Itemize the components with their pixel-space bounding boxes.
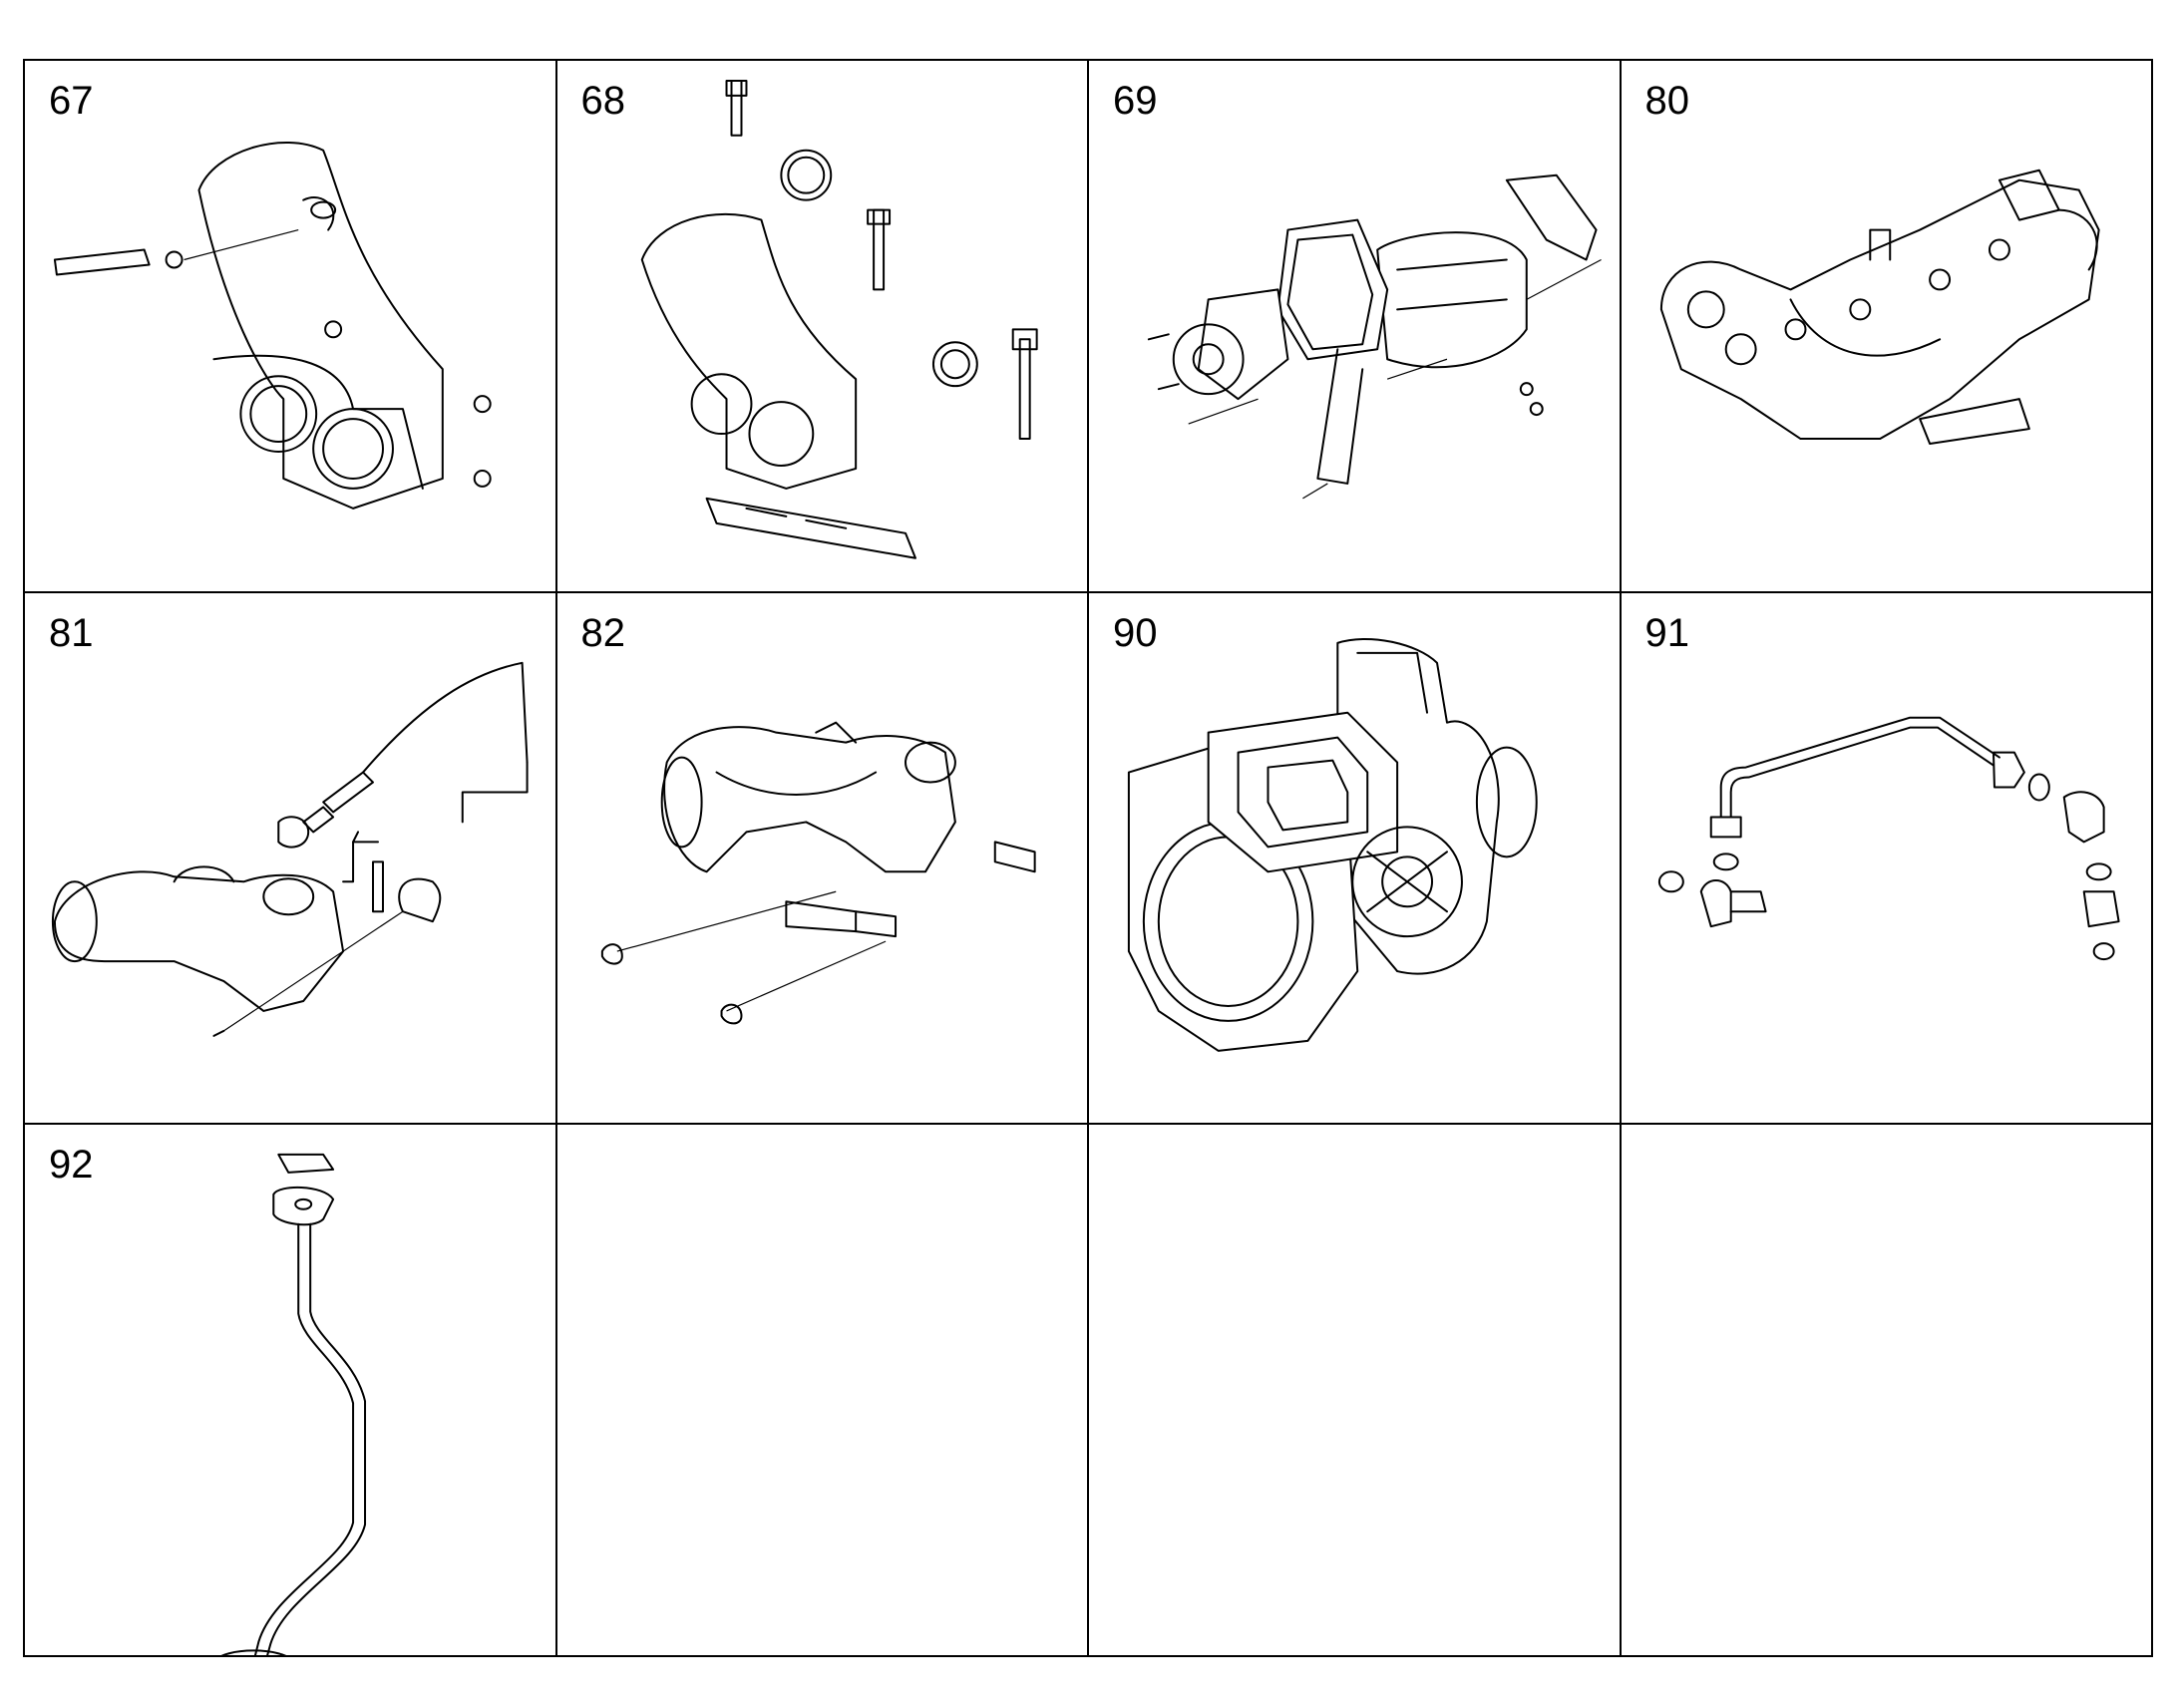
part-cell-92[interactable]: 92 [25,1125,557,1657]
part-cell-91[interactable]: 91 [1621,592,2153,1126]
part-number-label: 69 [1113,79,1158,123]
exhaust-elbow-sensor-icon [25,593,555,1124]
part-number-label: 90 [1113,610,1158,655]
part-cell-69[interactable]: 69 [1089,61,1622,593]
part-cell-81[interactable]: 81 [25,592,557,1126]
intake-manifold-icon [25,61,555,591]
part-number-label: 92 [49,1143,94,1188]
turbocharger-icon [1089,593,1620,1124]
part-number-label: 91 [1644,610,1690,655]
empty-cell [1621,1125,2153,1657]
part-cell-80[interactable]: 80 [1621,61,2153,593]
empty-cell [1089,1125,1622,1657]
exhaust-elbow-bracket-icon [557,593,1088,1124]
exhaust-manifold-icon [1622,61,2152,591]
part-cell-82[interactable]: 82 [556,592,1089,1126]
part-cell-68[interactable]: 68 [556,61,1089,593]
parts-diagram-grid: 67 68 [23,59,2153,1657]
intake-manifold-gasket-kit-icon [557,61,1088,591]
part-number-label: 67 [49,79,94,123]
empty-cell [556,1125,1089,1657]
water-pump-housing-icon [1089,61,1620,591]
part-number-label: 68 [580,79,626,123]
part-number-label: 82 [580,610,626,655]
part-cell-67[interactable]: 67 [25,61,557,593]
part-number-label: 81 [49,610,94,655]
part-number-label: 80 [1644,79,1690,123]
part-cell-90[interactable]: 90 [1089,592,1622,1126]
oil-feed-line-icon [1622,593,2152,1124]
oil-return-line-icon [25,1125,555,1655]
